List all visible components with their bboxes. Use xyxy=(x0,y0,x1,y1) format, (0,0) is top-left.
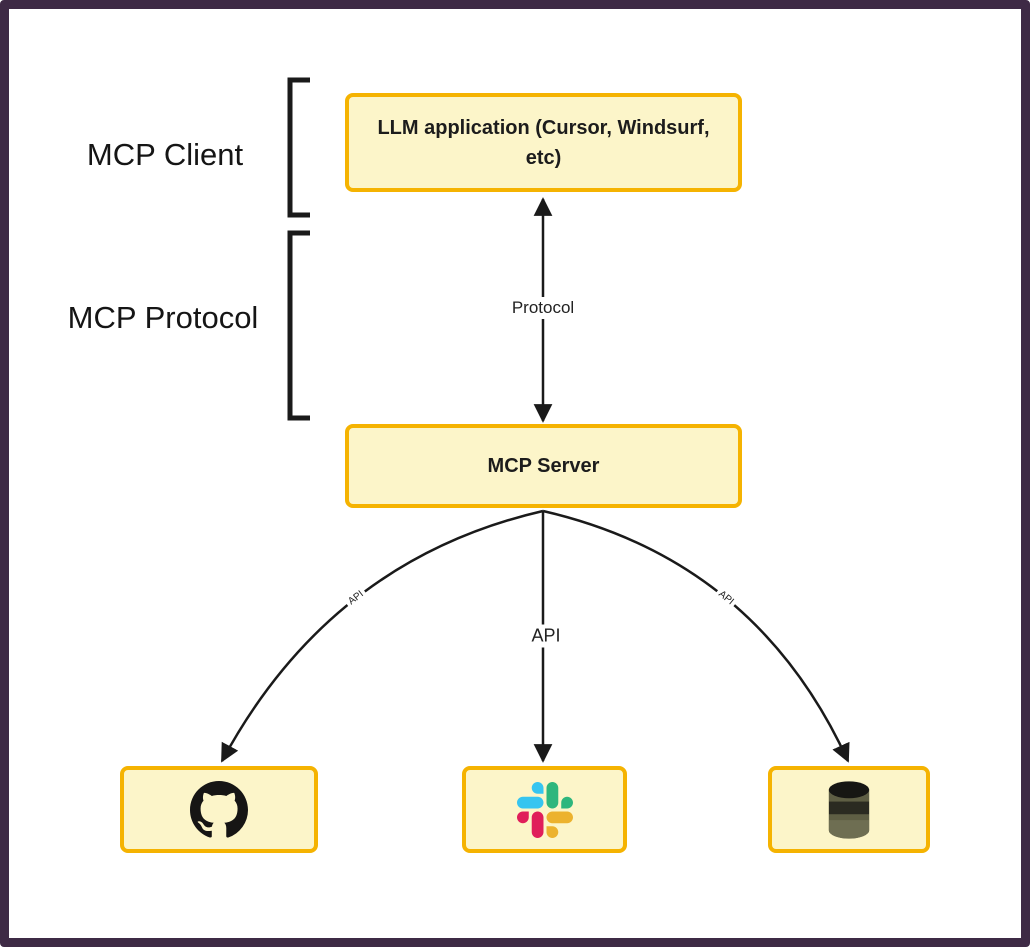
llm-application-node: LLM application (Cursor, Windsurf, etc) xyxy=(345,93,742,192)
slack-node xyxy=(462,766,627,853)
client-bracket xyxy=(287,77,310,218)
api-edge-label-right: API xyxy=(713,586,739,610)
llm-application-label: LLM application (Cursor, Windsurf, etc) xyxy=(377,116,710,169)
api-arrow-left xyxy=(220,509,544,763)
slack-icon xyxy=(516,781,573,838)
api-edge-label-middle: API xyxy=(524,624,568,648)
api-edge-label-left: API xyxy=(343,586,369,610)
database-icon xyxy=(822,778,876,842)
github-node xyxy=(120,766,318,853)
api-arrow-right xyxy=(542,509,850,763)
mcp-protocol-label: MCP Protocol xyxy=(67,300,259,335)
protocol-edge-label: Protocol xyxy=(504,297,582,319)
database-node xyxy=(768,766,930,853)
mcp-server-label: MCP Server xyxy=(487,455,600,477)
mcp-client-label: MCP Client xyxy=(86,137,244,172)
mcp-server-node: MCP Server xyxy=(345,424,742,508)
github-icon xyxy=(189,780,249,839)
